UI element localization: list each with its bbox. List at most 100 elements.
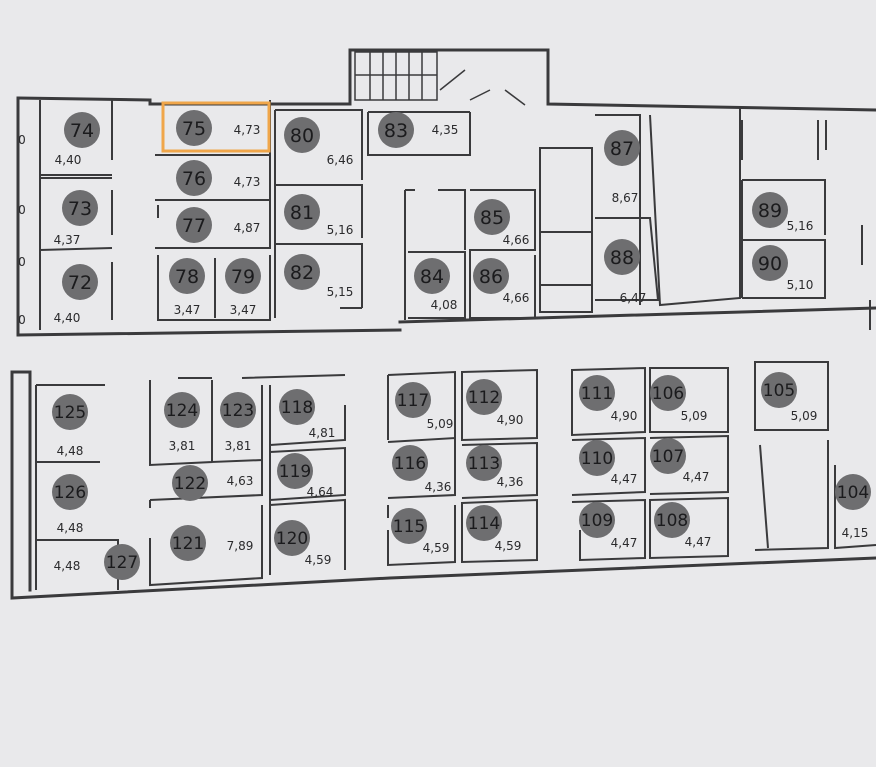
room-badge [277,453,313,489]
room-80[interactable]: 806,46 [284,117,353,167]
room-87[interactable]: 878,67 [604,130,640,205]
wall-125-127 [35,384,119,590]
room-79[interactable]: 793,47 [225,258,261,317]
room-88[interactable]: 886,47 [604,239,646,305]
room-badge [170,525,206,561]
room-number: 81 [290,202,314,224]
edge-label: 0 [18,203,26,217]
room-area: 4,90 [611,409,638,423]
room-number: 90 [758,253,782,275]
room-badge [654,502,690,538]
wall-shaft [539,147,593,313]
room-area: 5,09 [681,409,708,423]
room-badge [62,264,98,300]
room-area: 4,36 [497,475,524,489]
highlight-room-75 [161,101,271,153]
stairs [354,51,526,106]
wall-84-86 [404,189,536,320]
room-86[interactable]: 864,66 [473,258,529,305]
room-area: 4,66 [503,233,530,247]
room-area: 4,48 [54,559,81,573]
room-area: 4,08 [431,298,458,312]
wall-74 [39,100,113,330]
room-badge [176,160,212,196]
room-badge [466,379,502,415]
room-badge [62,190,98,226]
room-area: 3,81 [169,439,196,453]
room-area: 8,67 [612,191,639,205]
room-number: 109 [581,511,613,531]
room-badge [761,372,797,408]
room-85[interactable]: 854,66 [474,199,529,247]
room-72[interactable]: 724,40 [54,264,98,325]
room-84[interactable]: 844,08 [414,258,457,312]
room-81[interactable]: 815,16 [284,194,353,237]
wall-105-104 [754,361,876,551]
room-area: 4,66 [503,291,530,305]
room-number: 118 [281,398,313,418]
room-badge [64,112,100,148]
room-number: 125 [54,403,86,423]
room-badge [52,474,88,510]
room-badge [52,394,88,430]
room-number: 120 [276,529,308,549]
room-120[interactable]: 120 4,59 [274,520,331,567]
room-area: 4,47 [683,470,710,484]
room-badge [604,239,640,275]
wall-117-115 [387,370,456,567]
room-area: 4,47 [685,535,712,549]
room-area: 4,59 [305,553,332,567]
room-number: 123 [222,401,254,421]
room-number: 127 [106,553,138,573]
room-78[interactable]: 783,47 [169,258,205,317]
room-number: 126 [54,483,86,503]
room-area: 4,47 [611,472,638,486]
room-number: 112 [468,388,500,408]
room-badge [284,117,320,153]
room-area: 5,09 [791,409,818,423]
room-73[interactable]: 734,37 [54,190,98,247]
room-number: 85 [480,207,504,229]
room-number: 84 [420,266,444,288]
room-badge [466,505,502,541]
room-82[interactable]: 825,15 [284,254,353,299]
room-number: 107 [652,447,684,467]
room-107[interactable]: 107 4,47 [650,438,709,484]
room-89[interactable]: 895,16 [752,192,813,233]
wall-106-108 [649,367,729,560]
room-number: 122 [174,474,206,494]
room-number: 78 [175,266,199,288]
room-badge [392,445,428,481]
room-74[interactable]: 744,40 [55,112,100,167]
wall-80-col [274,109,363,318]
room-127[interactable]: 127 4,48 [54,544,140,580]
room-90[interactable]: 905,10 [752,245,813,292]
room-area: 3,47 [230,303,257,317]
room-number: 116 [394,454,426,474]
